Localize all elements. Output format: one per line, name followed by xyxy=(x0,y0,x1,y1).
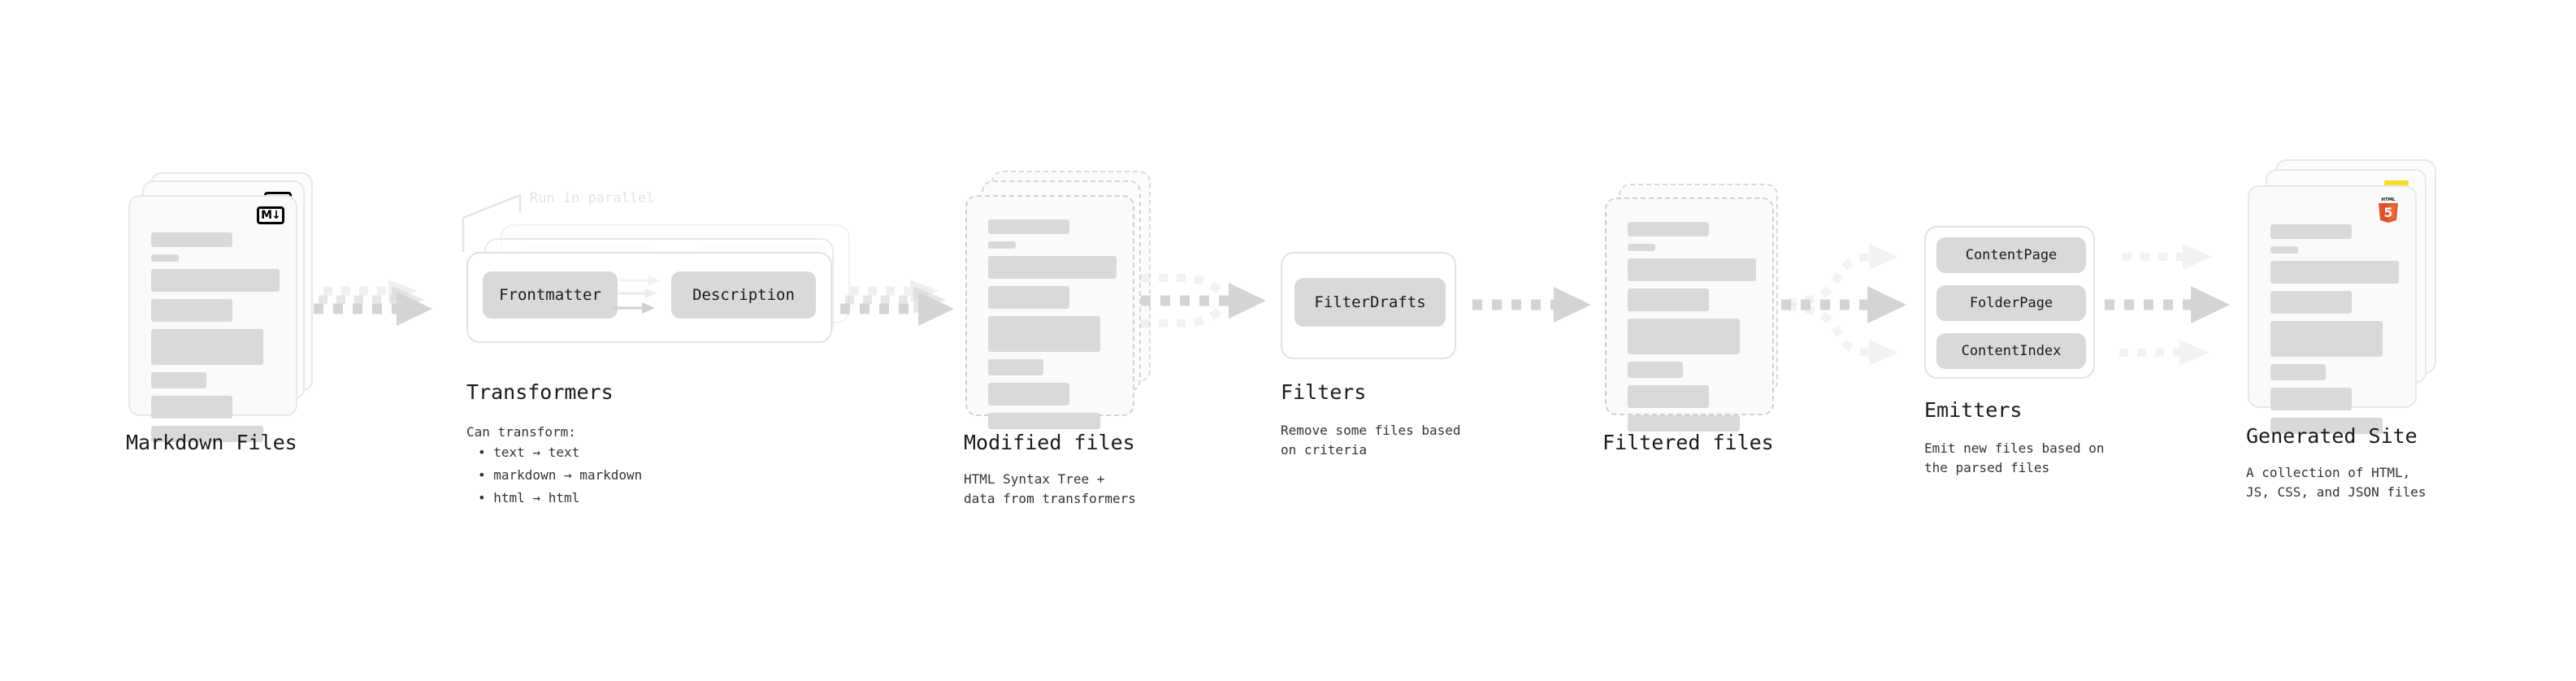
transformers-title: Transformers xyxy=(466,380,614,404)
html5-logo-svg: HTML 5 xyxy=(2379,197,2398,223)
transformers-caption: Can transform: xyxy=(466,424,576,440)
modified-skeleton xyxy=(988,219,1117,436)
transformers-bullet-2: • html → html xyxy=(478,490,580,505)
markdown-title: Markdown Files xyxy=(126,431,297,454)
modified-caption-line2: data from transformers xyxy=(964,491,1136,506)
transformers-bullet-0: • text → text xyxy=(478,445,580,460)
filtered-card-front xyxy=(1605,197,1774,432)
transformer-pill-description[interactable]: Description xyxy=(671,271,816,319)
emitters-caption-line2: the parsed files xyxy=(1924,460,2050,475)
emitter-pill-contentindex[interactable]: ContentIndex xyxy=(1936,333,2086,369)
transformers-bullet-1: • markdown → markdown xyxy=(478,467,643,483)
generated-caption-line2: JS, CSS, and JSON files xyxy=(2246,484,2426,500)
markdown-skeleton xyxy=(151,232,280,449)
filter-pill-filterdrafts[interactable]: FilterDrafts xyxy=(1295,278,1446,327)
generated-title: Generated Site xyxy=(2246,424,2418,448)
generated-caption-line1: A collection of HTML, xyxy=(2246,465,2411,480)
modified-caption-line1: HTML Syntax Tree + xyxy=(964,471,1105,487)
filters-caption-line1: Remove some files based xyxy=(1281,423,1461,438)
svg-text:HTML: HTML xyxy=(2382,197,2396,202)
generated-skeleton xyxy=(2270,224,2399,441)
emitter-pill-contentpage[interactable]: ContentPage xyxy=(1936,237,2086,273)
modified-title: Modified files xyxy=(964,431,1135,454)
run-in-parallel-label: Run in parallel xyxy=(530,190,655,206)
filtered-skeleton xyxy=(1628,222,1756,439)
generated-card-front-html: HTML 5 xyxy=(2248,185,2417,434)
filters-caption-line2: on criteria xyxy=(1281,442,1367,458)
emitters-caption-line1: Emit new files based on xyxy=(1924,440,2105,456)
transformer-card-front: Frontmatter Description xyxy=(466,252,832,343)
markdown-icon: M↓ xyxy=(257,206,284,224)
emitters-title: Emitters xyxy=(1924,398,2023,422)
filters-title: Filters xyxy=(1281,380,1367,404)
html5-icon: HTML 5 xyxy=(2376,195,2400,223)
filters-box: FilterDrafts xyxy=(1281,252,1456,359)
transformer-pill-frontmatter[interactable]: Frontmatter xyxy=(483,271,618,319)
filtered-title: Filtered files xyxy=(1602,431,1774,454)
markdown-card-front: M↓ xyxy=(128,195,297,442)
svg-text:5: 5 xyxy=(2383,205,2392,220)
modified-card-front xyxy=(965,195,1134,429)
emitter-pill-folderpage[interactable]: FolderPage xyxy=(1936,285,2086,321)
emitters-box: ContentPage FolderPage ContentIndex xyxy=(1924,226,2095,379)
